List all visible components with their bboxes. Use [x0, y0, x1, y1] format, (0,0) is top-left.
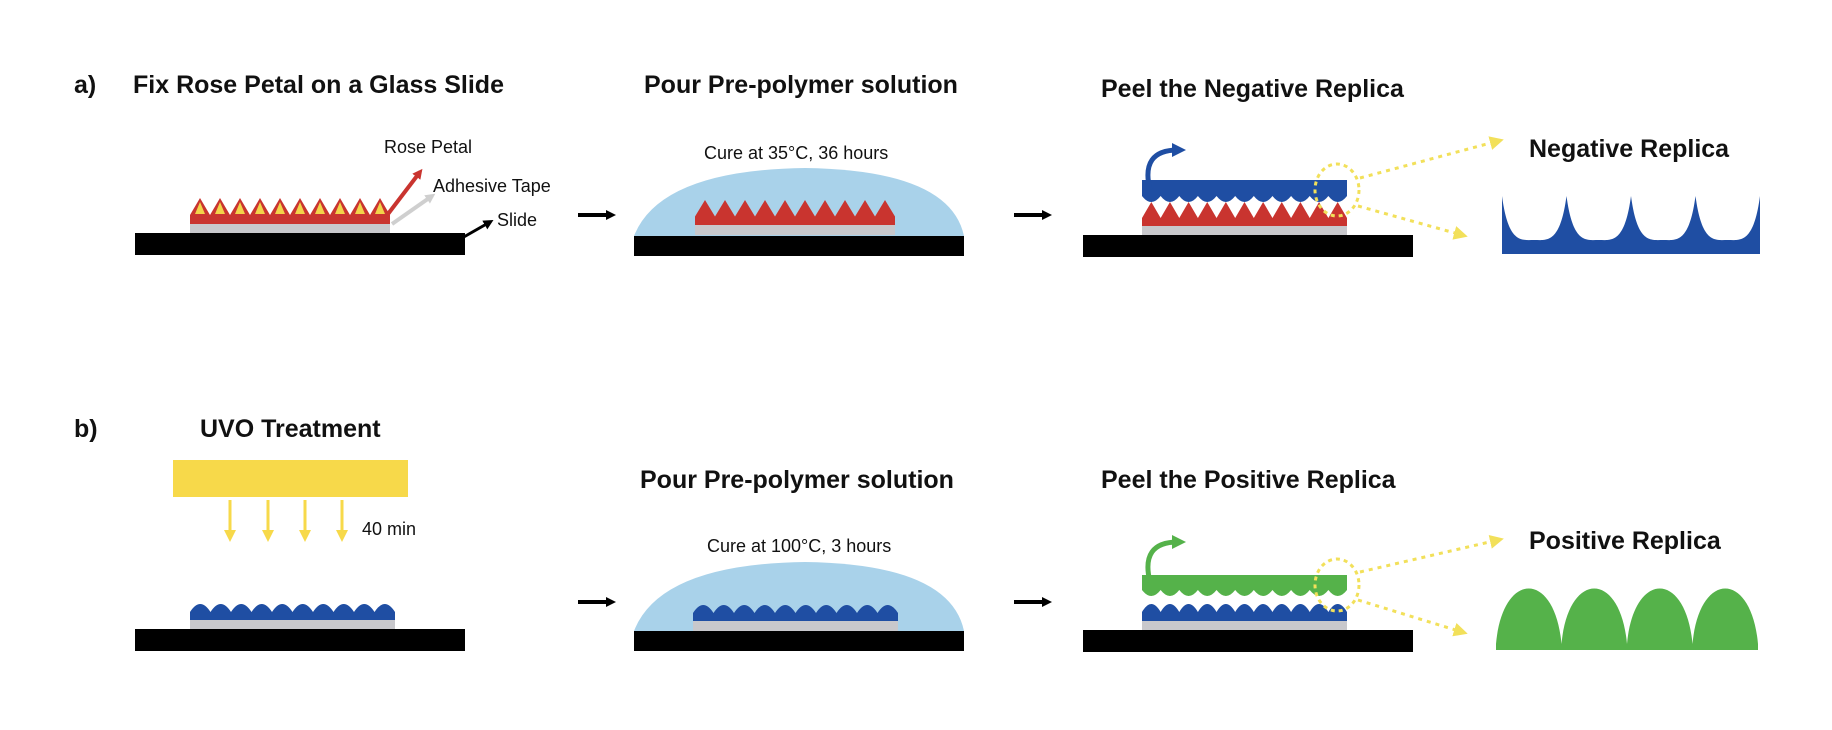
panel-b-step2-illustration: [634, 562, 964, 651]
panel-b-step3-title: Peel the Positive Replica: [1101, 466, 1397, 494]
glass-slide: [634, 236, 964, 256]
slide-label: Slide: [497, 210, 537, 230]
panel-a-letter: a): [74, 71, 96, 99]
negative-replica-profile: [1502, 196, 1760, 254]
glass-slide: [1083, 235, 1413, 257]
adhesive-tape: [695, 225, 895, 235]
positive-replica-profile: [1496, 588, 1758, 650]
panel-a-step2-illustration: [634, 168, 964, 256]
panel-a: a) Fix Rose Petal on a Glass Slide Rose …: [74, 71, 1760, 257]
negative-replica: [693, 605, 898, 621]
rose-petal-label: Rose Petal: [384, 137, 472, 157]
panel-a-step2-title: Pour Pre-polymer solution: [644, 71, 958, 99]
uvo-lamp: [173, 460, 408, 497]
glass-slide: [634, 631, 964, 651]
panel-b-step3-illustration: [1083, 534, 1504, 652]
adhesive-tape-label: Adhesive Tape: [433, 176, 551, 196]
panel-b-letter: b): [74, 415, 98, 443]
panel-a-step3-title: Peel the Negative Replica: [1101, 75, 1405, 103]
rose-petal-pointer: [386, 168, 423, 216]
highlight-circle: [1313, 162, 1361, 218]
zoom-line-bottom: [1357, 204, 1468, 240]
zoom-line-top: [1359, 534, 1504, 574]
negative-replica-layer: [1142, 180, 1347, 202]
slide-pointer: [461, 220, 494, 240]
positive-replica-title: Positive Replica: [1529, 527, 1722, 555]
zoom-line-bottom: [1357, 598, 1468, 637]
negative-replica-title: Negative Replica: [1529, 135, 1730, 163]
panel-a-step1-illustration: Rose Petal Adhesive Tape Slide: [135, 137, 551, 255]
panel-b-step2-title: Pour Pre-polymer solution: [640, 466, 954, 494]
panel-b-step1-title: UVO Treatment: [200, 415, 381, 443]
glass-slide: [135, 233, 465, 255]
adhesive-tape: [693, 621, 898, 631]
rose-petal: [695, 200, 895, 225]
panel-b-cure-note: Cure at 100°C, 3 hours: [707, 536, 891, 556]
uv-time-label: 40 min: [362, 519, 416, 539]
panel-b: b) UVO Treatment 40 min Pour Pre-polymer…: [74, 415, 1758, 652]
adhesive-tape: [190, 224, 390, 233]
tape-pointer: [390, 193, 436, 226]
adhesive-tape: [1142, 621, 1347, 630]
panel-a-cure-note: Cure at 35°C, 36 hours: [704, 143, 888, 163]
adhesive-tape: [190, 620, 395, 629]
negative-replica: [1142, 604, 1347, 621]
panel-b-step1-illustration: 40 min: [135, 460, 465, 651]
highlight-circle: [1313, 557, 1361, 613]
petal-tips: [195, 202, 385, 214]
rose-petal: [1142, 202, 1347, 226]
positive-replica-layer: [1142, 575, 1347, 596]
zoom-line-top: [1359, 136, 1504, 180]
glass-slide: [1083, 630, 1413, 652]
glass-slide: [135, 629, 465, 651]
panel-a-step3-illustration: [1083, 136, 1504, 257]
adhesive-tape: [1142, 226, 1347, 235]
curved-arrow-icon: [1145, 143, 1186, 191]
curved-arrow-icon: [1145, 535, 1186, 583]
negative-replica: [190, 604, 395, 620]
panel-a-step1-title: Fix Rose Petal on a Glass Slide: [133, 71, 504, 99]
